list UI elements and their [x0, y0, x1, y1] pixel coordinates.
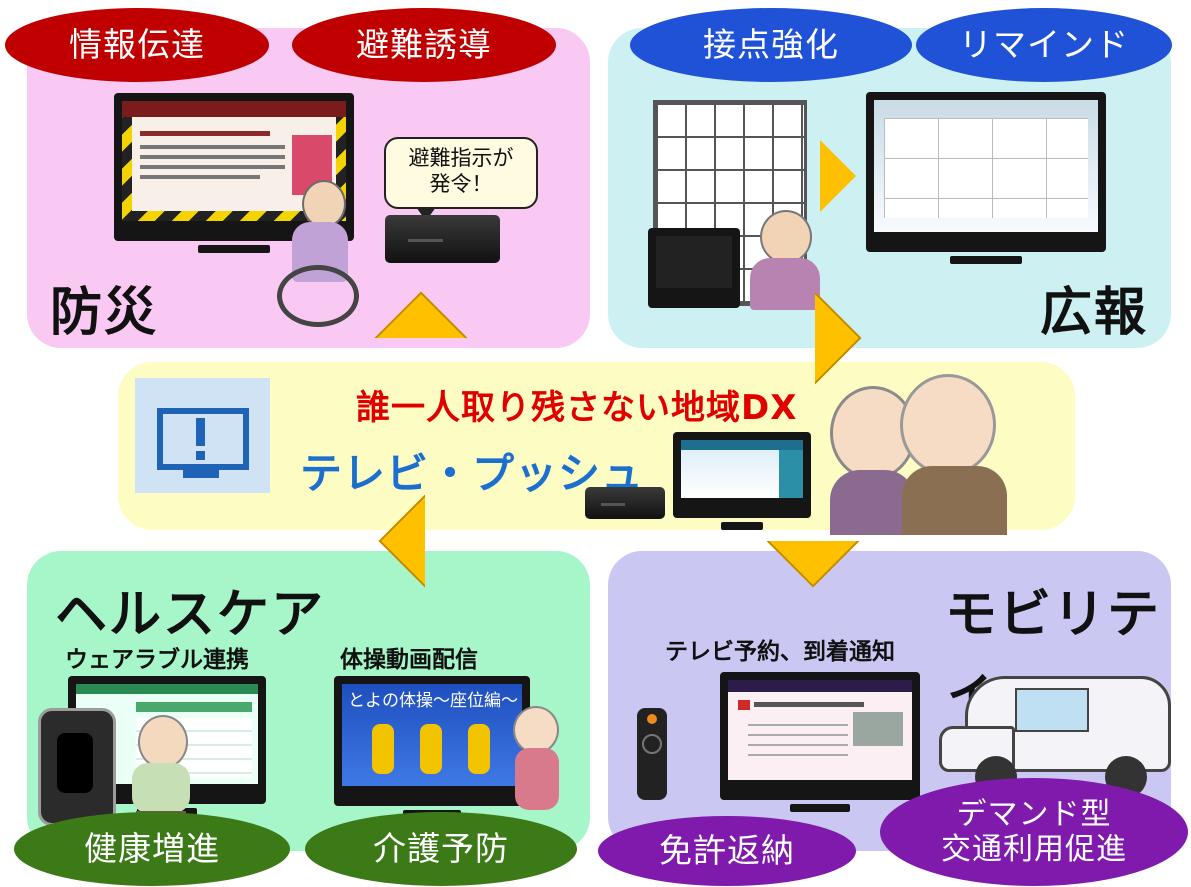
tag-setten-kyoka: 接点強化: [630, 8, 912, 82]
elderly-couple: [830, 370, 1015, 535]
hinan-bubble: 避難指示が 発令！: [384, 137, 538, 221]
tag-remind: リマインド: [916, 8, 1172, 82]
alert-tv-icon: [135, 378, 270, 493]
wearable-band: [38, 708, 116, 826]
tag-kenko-zoshin: 健康増進: [14, 812, 290, 886]
center-headline: 誰一人取り残さない地域DX: [356, 388, 798, 428]
bosai-tv: [114, 93, 354, 253]
exercise-caption: 体操動画配信: [340, 647, 478, 673]
tag-hinan-yudo: 避難誘導: [292, 8, 556, 82]
bubble-line1: 避難指示が: [408, 146, 514, 170]
arrow-icon: [820, 140, 856, 212]
tag-joho-dentatsu: 情報伝達: [5, 8, 269, 82]
center-tv: [673, 432, 811, 530]
elderly-wheelchair-person: [262, 180, 362, 330]
tag-demand-kotsu: デマンド型 交通利用促進: [880, 778, 1188, 886]
set-top-box-icon: [385, 215, 500, 263]
wearable-caption: ウェアラブル連携: [65, 647, 249, 673]
video-title: とよの体操〜座位編〜: [348, 691, 518, 711]
bosai-title: 防災: [50, 283, 159, 343]
tag-kaigo-yobo: 介護予防: [305, 812, 577, 886]
elderly-woman-stretch: [505, 690, 575, 815]
healthcare-title: ヘルスケア: [55, 585, 326, 645]
koho-title: 広報: [1040, 283, 1149, 343]
tag-menkyo-henno: 免許返納: [598, 816, 856, 886]
center-set-top-box: [585, 487, 665, 519]
mobility-tv: [720, 672, 920, 812]
mobility-caption: テレビ予約、到着通知: [665, 639, 895, 665]
bubble-line2: 発令！: [429, 172, 493, 197]
elderly-woman-pc: [750, 210, 820, 310]
koho-pc-monitor: [648, 228, 740, 308]
koho-calendar-tv: [866, 92, 1106, 264]
remote-icon: [637, 708, 667, 800]
exercise-tv: とよの体操〜座位編〜: [334, 676, 530, 818]
tag-demand-kotsu-text: デマンド型 交通利用促進: [941, 796, 1127, 867]
